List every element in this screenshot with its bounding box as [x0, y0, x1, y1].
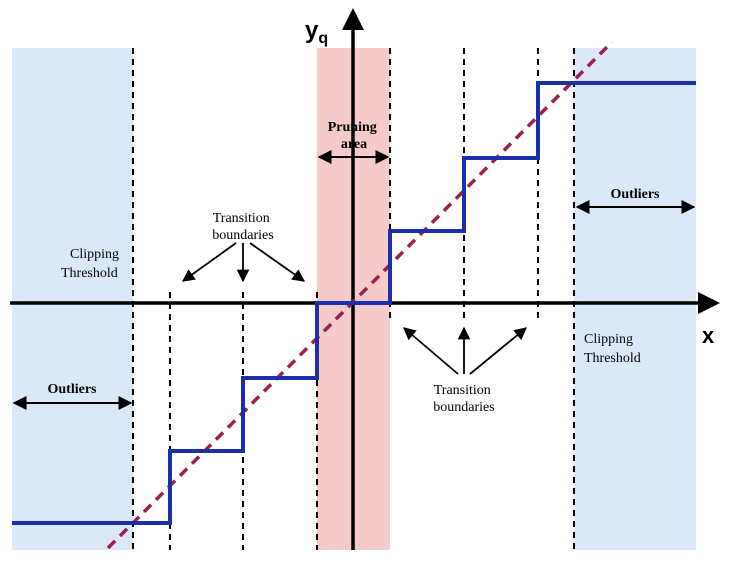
clipping-threshold-left-label: Clipping Threshold	[61, 247, 123, 281]
x-axis-arrowhead	[698, 292, 720, 314]
pruning-area-label: Pruning area	[328, 120, 381, 152]
transition-top-arrow	[181, 242, 237, 282]
transition-boundaries-top-label: Transition boundaries	[212, 211, 273, 243]
y-axis-arrowhead	[342, 8, 364, 30]
outliers-left-label: Outliers	[48, 382, 98, 397]
transition-bottom-arrows	[403, 326, 527, 375]
clipping-threshold-right-label: Clipping Threshold	[584, 332, 641, 366]
x-axis-label: x	[702, 323, 715, 348]
quantization-staircase	[12, 81, 696, 525]
left-clip-region	[12, 48, 133, 550]
transition-top-arrows	[181, 242, 306, 283]
right-clip-region	[574, 48, 696, 550]
transition-boundaries-bottom-label: Transition boundaries	[433, 383, 494, 415]
transition-top-arrow	[249, 242, 306, 282]
transition-bottom-arrow	[403, 327, 459, 375]
transition-bottom-arrow	[469, 327, 527, 375]
outliers-right-label: Outliers	[611, 187, 661, 202]
identity-line	[106, 40, 614, 550]
y-axis-label: yq	[305, 17, 328, 47]
